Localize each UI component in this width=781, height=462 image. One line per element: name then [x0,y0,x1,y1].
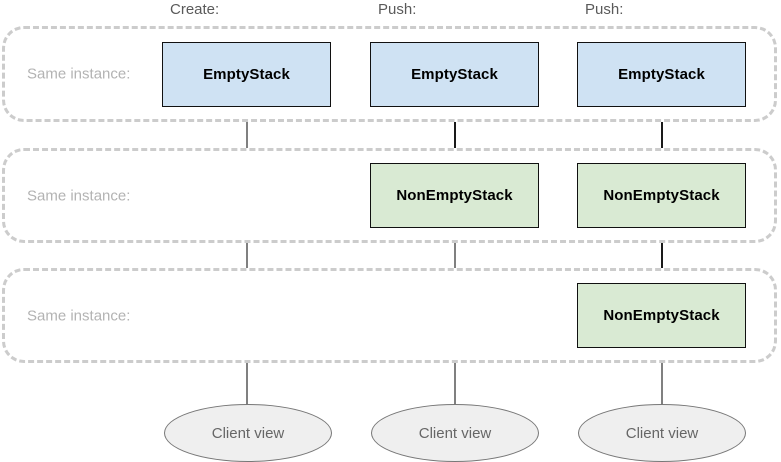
column-caption-create: Create: [170,1,220,18]
instance-band-label-row2: Same instance: [27,187,131,204]
node-non-empty-stack-row3-col3[interactable]: NonEmptyStack [577,283,746,348]
client-view-ellipse-1[interactable]: Client view [164,404,332,462]
column-caption-push-1: Push: [378,1,417,18]
client-link-line-3 [661,360,663,418]
column-caption-push-2: Push: [585,1,624,18]
client-view-ellipse-2[interactable]: Client view [371,404,539,462]
node-empty-stack-col3[interactable]: EmptyStack [577,42,746,107]
node-non-empty-stack-row2-col2[interactable]: NonEmptyStack [370,163,539,228]
instance-band-label-row3: Same instance: [27,307,131,324]
node-empty-stack-col1[interactable]: EmptyStack [162,42,331,107]
node-empty-stack-col2[interactable]: EmptyStack [370,42,539,107]
node-non-empty-stack-row2-col3[interactable]: NonEmptyStack [577,163,746,228]
instance-band-label-row1: Same instance: [27,65,131,83]
client-view-ellipse-3[interactable]: Client view [578,404,746,462]
